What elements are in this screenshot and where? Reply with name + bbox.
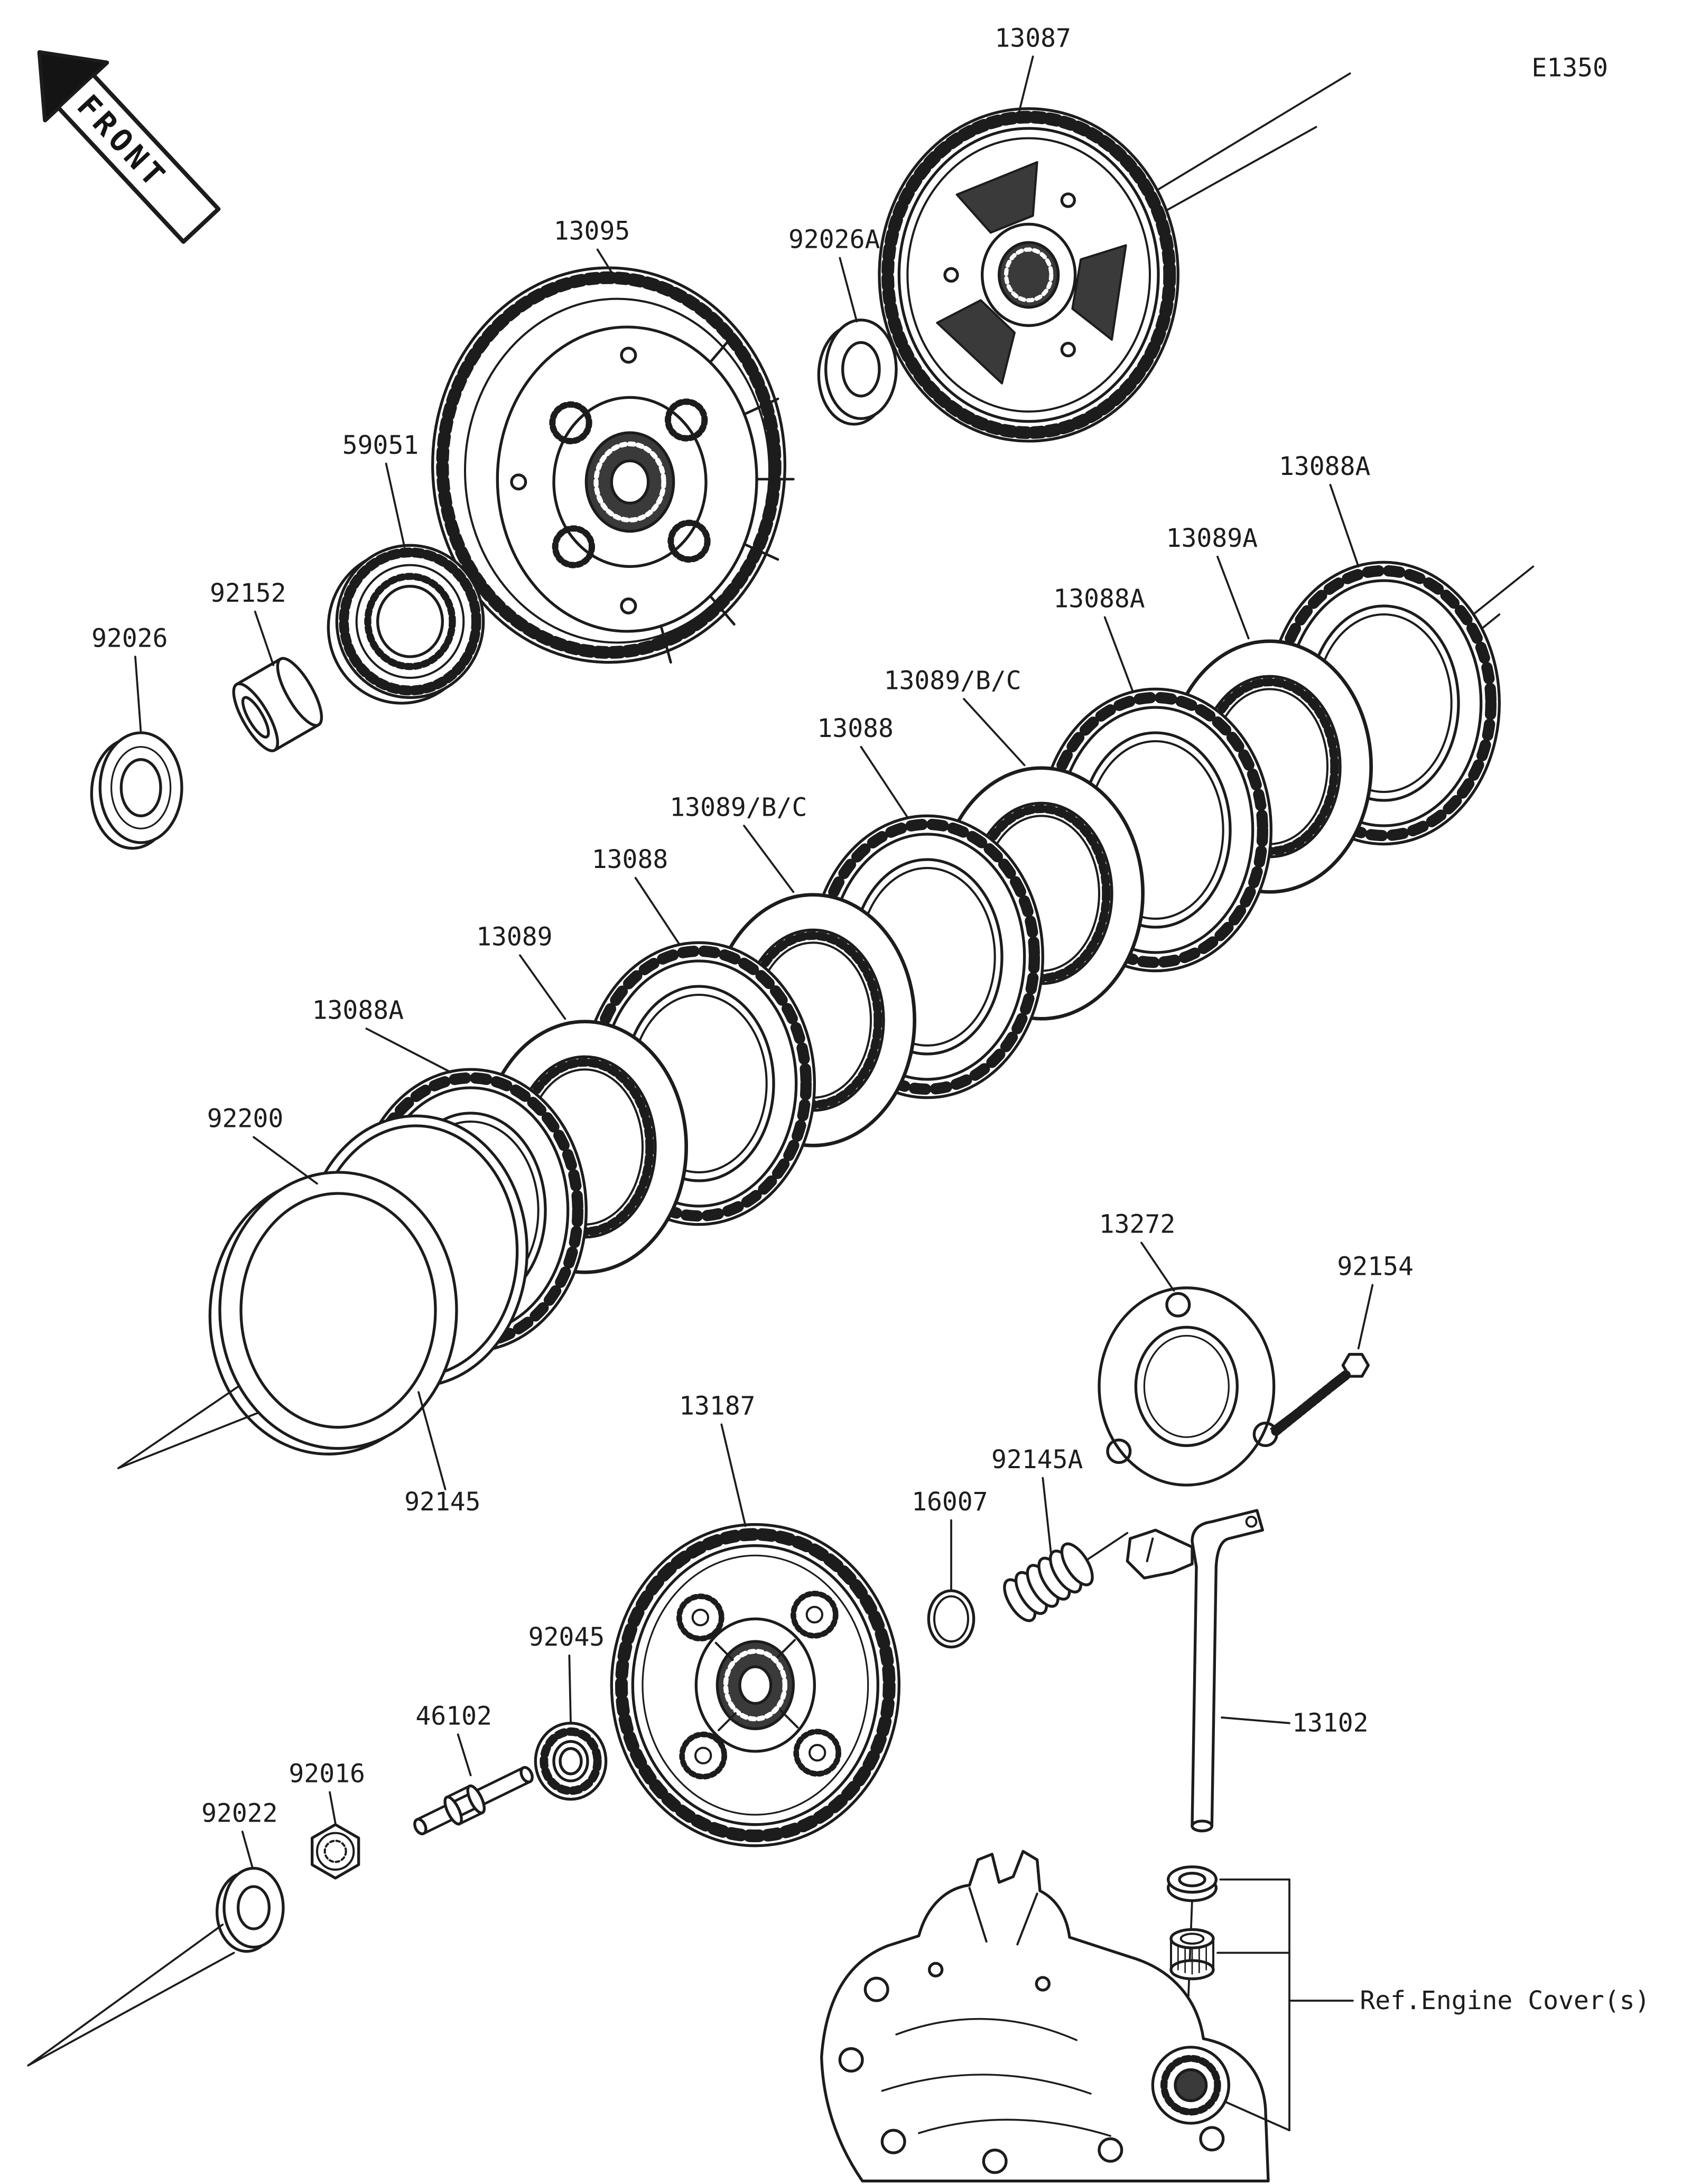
callout-washer-small: 92022 xyxy=(201,1798,277,1828)
callout-washer: 92026 xyxy=(91,623,168,653)
clutch-gear-59051 xyxy=(327,544,485,705)
thrust-washer-92026 xyxy=(90,731,183,850)
callout-steel-plate-a: 13089A xyxy=(1166,524,1258,553)
primary-driven-gear xyxy=(878,107,1179,443)
callout-ref-engine-cover: Ref.Engine Cover(s) xyxy=(1360,1986,1650,2015)
callout-spring-seat: 16007 xyxy=(912,1487,988,1517)
front-direction-arrow: FRONT xyxy=(37,50,221,244)
spring-plate-13272 xyxy=(1098,1286,1278,1487)
callout-clutch-hub: 13187 xyxy=(679,1392,756,1421)
callout-spring-plate: 13272 xyxy=(1099,1210,1176,1239)
release-shaft-13102 xyxy=(1126,1509,1264,1833)
thrust-washer-92026a xyxy=(817,319,898,426)
callout-steel-plate-bc1: 13089/B/C xyxy=(884,666,1021,695)
callout-gear-59051: 59051 xyxy=(342,431,419,460)
callout-labels: E1350 13087 13095 92026A 59051 92152 920… xyxy=(91,23,1650,2015)
bearing-92045 xyxy=(534,1722,608,1801)
nut-92016 xyxy=(311,1823,360,1880)
callout-spring-92145: 92145 xyxy=(404,1487,481,1517)
callout-bushing: 92152 xyxy=(210,578,286,608)
callout-friction-plate-a2: 13088A xyxy=(1053,584,1145,614)
callout-friction-plate-a3: 13088A xyxy=(312,995,404,1025)
callout-clutch-housing: 13095 xyxy=(554,217,630,246)
callout-steel-plate-bc2: 13089/B/C xyxy=(670,792,807,822)
callout-pusher: 46102 xyxy=(415,1701,492,1731)
spring-seat-16007 xyxy=(927,1589,975,1649)
ref-bracket xyxy=(1216,1878,1354,2132)
clutch-hub-13187 xyxy=(610,1523,900,1847)
callout-washer-a: 92026A xyxy=(788,225,880,255)
callout-primary-gear: 13087 xyxy=(995,23,1071,53)
clutch-spring-92145a xyxy=(1003,1542,1094,1622)
spacer-bushing-92152 xyxy=(232,657,323,752)
callout-nut: 92016 xyxy=(289,1759,365,1789)
ring-92200 xyxy=(208,1171,458,1455)
pusher-46102 xyxy=(413,1766,534,1835)
leader-lines xyxy=(134,55,1374,1868)
callout-ring-92200: 92200 xyxy=(207,1104,284,1134)
callout-friction-plate-a1: 13088A xyxy=(1279,452,1370,481)
engine-cover xyxy=(820,1850,1270,2182)
callout-friction-plate-1: 13088 xyxy=(817,714,894,743)
callout-bolt: 92154 xyxy=(1337,1252,1414,1282)
bolt-92154 xyxy=(1270,1352,1370,1436)
callout-friction-plate-2: 13088 xyxy=(592,845,668,874)
needle-bearing xyxy=(1169,1928,1215,1981)
callout-spring-a: 92145A xyxy=(991,1445,1083,1474)
oil-seal xyxy=(1167,1865,1218,1902)
callout-release-shaft: 13102 xyxy=(1292,1709,1369,1738)
page-code: E1350 xyxy=(1531,53,1608,82)
clutch-housing xyxy=(431,266,795,664)
washer-92022 xyxy=(215,1866,285,1953)
callout-steel-plate: 13089 xyxy=(476,922,553,952)
callout-bearing: 92045 xyxy=(528,1622,605,1652)
